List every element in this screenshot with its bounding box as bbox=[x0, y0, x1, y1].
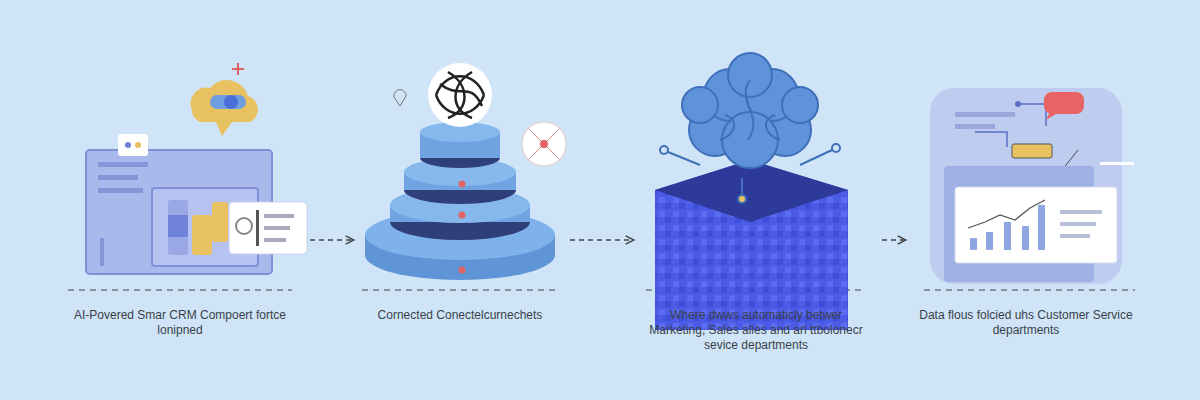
flow-arrow bbox=[570, 239, 634, 240]
stage-caption: Cornected Conectelcurnechets bbox=[360, 308, 560, 323]
base-lines bbox=[68, 290, 1135, 291]
stage-node: Data flous folcied uhs Customer Service … bbox=[912, 80, 1140, 338]
flow-arrow bbox=[310, 239, 354, 240]
stage-caption: Where dwws automaticly betwer Marketing,… bbox=[640, 308, 872, 353]
stage-caption: AI-Povered Smar CRM Compoert fortce loni… bbox=[60, 308, 300, 338]
stage-node: Cornected Conectelcurnechets bbox=[360, 80, 560, 323]
crm-window bbox=[86, 63, 307, 274]
stage-caption: Data flous folcied uhs Customer Service … bbox=[912, 308, 1140, 338]
database-stack bbox=[365, 63, 566, 280]
analytics-panel bbox=[930, 88, 1134, 284]
stage-node: Where dwws automaticly betwer Marketing,… bbox=[640, 80, 872, 353]
flow-arrow bbox=[882, 239, 906, 240]
stage-node: AI-Povered Smar CRM Compoert fortce loni… bbox=[60, 80, 300, 338]
brain-cube bbox=[655, 53, 848, 330]
